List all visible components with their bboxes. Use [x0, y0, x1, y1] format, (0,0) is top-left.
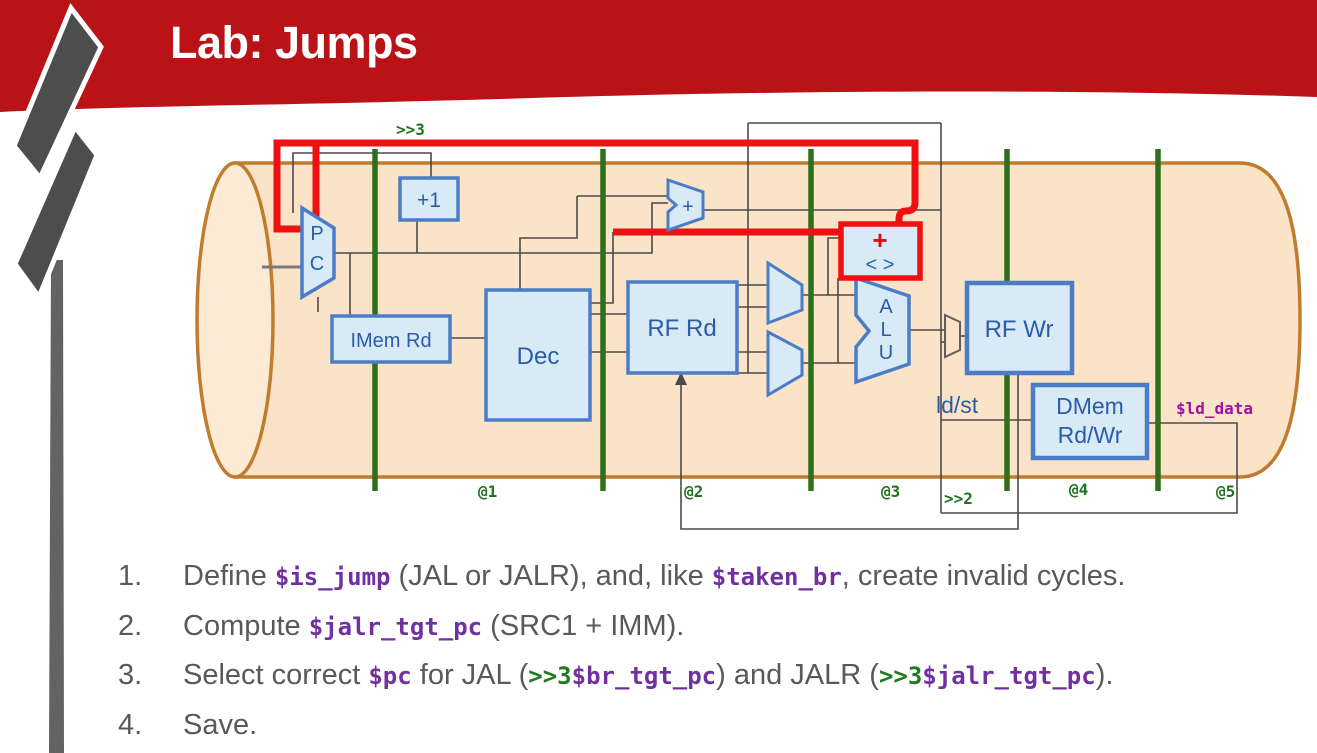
cylinder-left-cap	[195, 161, 275, 479]
imem-rd-label: IMem Rd	[350, 330, 431, 352]
pc-mux: P C	[300, 204, 336, 301]
banner-shape	[0, 0, 1317, 112]
stage4-label: @4	[1069, 480, 1088, 499]
list-item-text: Define $is_jump (JAL or JALR), and, like…	[183, 560, 1126, 592]
dec-label: Dec	[517, 343, 560, 370]
dec-box: Dec	[484, 288, 592, 422]
decoration-chevron-bottom	[12, 122, 100, 303]
result-mux	[944, 313, 961, 359]
shift3-label: >>3	[396, 120, 425, 139]
plus1-box: +1	[398, 176, 460, 222]
decoration-stick	[49, 260, 64, 753]
pc-adder-plus-label: +	[682, 196, 694, 218]
alu-label-a: A	[879, 296, 893, 318]
pc-redirect-wire	[273, 139, 919, 233]
src2-mux	[766, 329, 804, 398]
components: P C +1 IMem Rd Dec RF Rd	[300, 176, 1150, 461]
shift2-label: >>2	[944, 489, 973, 508]
shift-code-token: >>3	[528, 662, 572, 690]
list-item-text: Save.	[183, 708, 258, 741]
header-banner	[0, 0, 1317, 112]
stage5-label: @5	[1216, 482, 1235, 501]
imem-rd-box: IMem Rd	[330, 314, 452, 364]
dmem-label-line2: Rd/Wr	[1058, 422, 1123, 448]
dmem-box: DMem Rd/Wr	[1030, 382, 1150, 461]
decoration	[11, 3, 104, 753]
code-token: $jalr_tgt_pc	[308, 612, 483, 641]
stage3-label: @3	[881, 482, 900, 501]
code-token: $taken_br	[711, 563, 842, 591]
plus1-label: +1	[417, 189, 441, 212]
decoration-chevron-top	[11, 3, 104, 183]
writeback-arrowhead	[675, 372, 687, 385]
alu-label-l: L	[880, 319, 891, 341]
alu: A L U	[854, 275, 911, 385]
code-token: $pc	[368, 662, 412, 690]
jump-redirect-wire	[273, 139, 919, 236]
signal-wires	[262, 122, 1238, 530]
list-item-text: Select correct $pc for JAL (>>3$br_tgt_p…	[183, 659, 1114, 691]
branch-adder-box: + < >	[838, 221, 923, 281]
branch-cmp-label: < >	[866, 254, 895, 276]
rf-wr-box: RF Wr	[964, 280, 1075, 376]
rf-wr-label: RF Wr	[985, 316, 1054, 343]
pc-label-c: C	[310, 253, 324, 275]
stage2-label: @2	[684, 482, 703, 501]
list-item-number: 1.	[118, 560, 143, 592]
list-item: 3. Select correct $pc for JAL (>>3$br_tg…	[118, 651, 1313, 701]
pc-label-p: P	[310, 223, 323, 245]
page-title: Lab: Jumps	[170, 17, 418, 68]
branch-adder-plus-label: +	[872, 225, 887, 255]
ldst-label: ld/st	[936, 392, 979, 418]
dmem-label-line1: DMem	[1056, 393, 1124, 419]
list-item-number: 2.	[118, 609, 143, 642]
list-item: 1. Define $is_jump (JAL or JALR), and, l…	[118, 552, 1313, 602]
list-item: 4. Save.	[118, 701, 1313, 750]
rf-rd-box: RF Rd	[626, 280, 739, 375]
code-token: $is_jump	[274, 563, 391, 591]
src1-mux	[766, 260, 804, 326]
code-token: $br_tgt_pc	[571, 662, 717, 690]
code-token: $jalr_tgt_pc	[922, 662, 1096, 690]
list-item: 2. Compute $jalr_tgt_pc (SRC1 + IMM).	[118, 602, 1313, 652]
list-item-number: 3.	[118, 659, 143, 691]
rf-rd-label: RF Rd	[647, 315, 716, 342]
list-item-number: 4.	[118, 708, 143, 741]
instruction-list: 1. Define $is_jump (JAL or JALR), and, l…	[118, 552, 1313, 749]
list-item-text: Compute $jalr_tgt_pc (SRC1 + IMM).	[183, 609, 685, 642]
pc-adder-mux: +	[666, 177, 705, 233]
shift-code-token: >>3	[878, 662, 923, 690]
ld-data-label: $ld_data	[1176, 399, 1253, 418]
alu-label-u: U	[879, 342, 893, 364]
stage1-label: @1	[478, 482, 497, 501]
